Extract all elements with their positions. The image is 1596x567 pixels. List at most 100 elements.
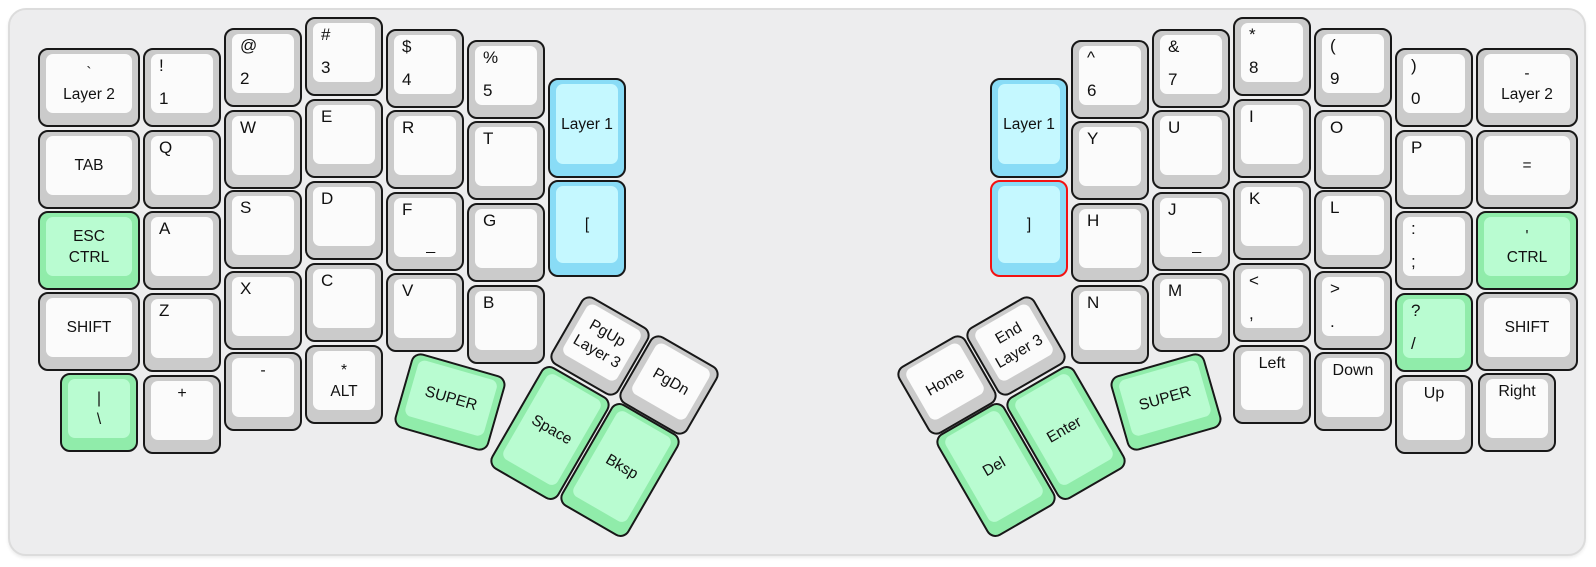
key-e[interactable]: E <box>305 99 383 178</box>
key-grave-layer2-left[interactable]: `Layer 2 <box>38 48 140 127</box>
key-close-bracket-highlighted[interactable]: ] <box>990 180 1068 277</box>
key-colon-semicolon[interactable]: :; <box>1395 211 1473 290</box>
key-minus-layer2-right[interactable]: -Layer 2 <box>1476 48 1578 127</box>
key-arrow-down[interactable]: Down <box>1314 352 1392 431</box>
key-m[interactable]: M <box>1152 273 1230 352</box>
key-label: ) <box>1411 56 1417 75</box>
key-u[interactable]: U <box>1152 110 1230 189</box>
key-x[interactable]: X <box>224 271 302 350</box>
key-label: ; <box>1411 252 1416 271</box>
key-c[interactable]: C <box>305 263 383 342</box>
key-b[interactable]: B <box>467 285 545 364</box>
key-caret-6[interactable]: ^6 <box>1071 40 1149 119</box>
key-label: S <box>240 198 252 217</box>
key-amp-7[interactable]: &7 <box>1152 29 1230 108</box>
key-label: Layer 2 <box>63 85 115 103</box>
key-percent-5[interactable]: %5 <box>467 40 545 119</box>
keycap-face: X <box>232 277 294 336</box>
key-label: = <box>1522 157 1532 174</box>
key-arrow-up[interactable]: Up <box>1395 375 1473 454</box>
key-o[interactable]: O <box>1314 110 1392 189</box>
key-dollar-4[interactable]: $4 <box>386 29 464 108</box>
key-open-bracket[interactable]: [ <box>548 180 626 277</box>
key-label: M <box>1168 281 1183 300</box>
key-v[interactable]: V <box>386 273 464 352</box>
key-i[interactable]: I <box>1233 99 1311 178</box>
key-z[interactable]: Z <box>143 293 221 372</box>
key-f-homing[interactable]: F_ <box>386 192 464 271</box>
key-label: A <box>159 219 171 238</box>
key-q[interactable]: Q <box>143 130 221 209</box>
key-a[interactable]: A <box>143 211 221 290</box>
key-label-group: Home <box>904 341 987 422</box>
key-label: 8 <box>1249 58 1259 77</box>
keycap-face: &7 <box>1160 35 1222 94</box>
key-s[interactable]: S <box>224 190 302 269</box>
key-label: + <box>177 385 187 402</box>
key-equals[interactable]: = <box>1476 130 1578 209</box>
key-label: C <box>321 271 334 290</box>
key-layer1-right[interactable]: Layer 1 <box>990 78 1068 178</box>
keycap-face: $4 <box>394 35 456 94</box>
key-j-homing[interactable]: J_ <box>1152 192 1230 271</box>
key-p[interactable]: P <box>1395 130 1473 209</box>
key-paren-9[interactable]: (9 <box>1314 28 1392 107</box>
keycap-face: |\ <box>68 379 130 438</box>
keycap-face: C <box>313 269 375 328</box>
key-layer1-left[interactable]: Layer 1 <box>548 78 626 178</box>
key-w[interactable]: W <box>224 110 302 189</box>
key-pipe-backslash[interactable]: |\ <box>60 373 138 452</box>
key-y[interactable]: Y <box>1071 121 1149 200</box>
key-minus-left[interactable]: - <box>224 352 302 431</box>
key-h[interactable]: H <box>1071 203 1149 282</box>
key-label: ^ <box>1087 48 1095 67</box>
keycap-face: Layer 1 <box>998 84 1060 164</box>
key-quote-ctrl[interactable]: 'CTRL <box>1476 211 1578 290</box>
key-label-group: Layer 1 <box>998 84 1060 164</box>
key-less-comma[interactable]: <, <box>1233 263 1311 342</box>
key-label: SHIFT <box>66 319 112 336</box>
key-label: SHIFT <box>1504 319 1550 336</box>
key-n[interactable]: N <box>1071 285 1149 364</box>
key-arrow-left[interactable]: Left <box>1233 345 1311 424</box>
key-hash-3[interactable]: #3 <box>305 17 383 96</box>
key-label-group: [ <box>556 186 618 263</box>
key-r[interactable]: R <box>386 110 464 189</box>
keycap-face: M <box>1160 279 1222 338</box>
key-star-alt[interactable]: *ALT <box>305 345 383 424</box>
key-shift-right[interactable]: SHIFT <box>1476 292 1578 371</box>
key-label: W <box>240 118 257 137</box>
key-d[interactable]: D <box>305 181 383 260</box>
key-tab[interactable]: TAB <box>38 130 140 209</box>
key-star-8[interactable]: *8 <box>1233 17 1311 96</box>
key-label: # <box>321 25 331 44</box>
key-at-2[interactable]: @2 <box>224 28 302 107</box>
key-label: ' <box>1525 227 1529 245</box>
key-shift-left[interactable]: SHIFT <box>38 292 140 371</box>
key-label: V <box>402 281 414 300</box>
key-label: H <box>1087 211 1100 230</box>
key-question-slash[interactable]: ?/ <box>1395 293 1473 372</box>
key-k[interactable]: K <box>1233 181 1311 260</box>
key-super-right[interactable]: SUPER <box>1108 351 1224 453</box>
key-arrow-right[interactable]: Right <box>1478 373 1556 452</box>
keycap-face: !1 <box>151 54 213 113</box>
key-exclam-1[interactable]: !1 <box>143 48 221 127</box>
key-label: | <box>96 389 102 407</box>
key-greater-period[interactable]: >. <box>1314 271 1392 350</box>
key-g[interactable]: G <box>467 203 545 282</box>
keycap-face: O <box>1322 116 1384 175</box>
key-plus[interactable]: + <box>143 375 221 454</box>
key-label-group: `Layer 2 <box>46 54 132 113</box>
key-super-left[interactable]: SUPER <box>392 351 508 453</box>
keycap-face: TAB <box>46 136 132 195</box>
key-paren-0[interactable]: )0 <box>1395 48 1473 127</box>
keycap-face: Layer 1 <box>556 84 618 164</box>
key-label: L <box>1330 198 1340 217</box>
key-l[interactable]: L <box>1314 190 1392 269</box>
key-t[interactable]: T <box>467 121 545 200</box>
key-label: Up <box>1423 385 1445 402</box>
